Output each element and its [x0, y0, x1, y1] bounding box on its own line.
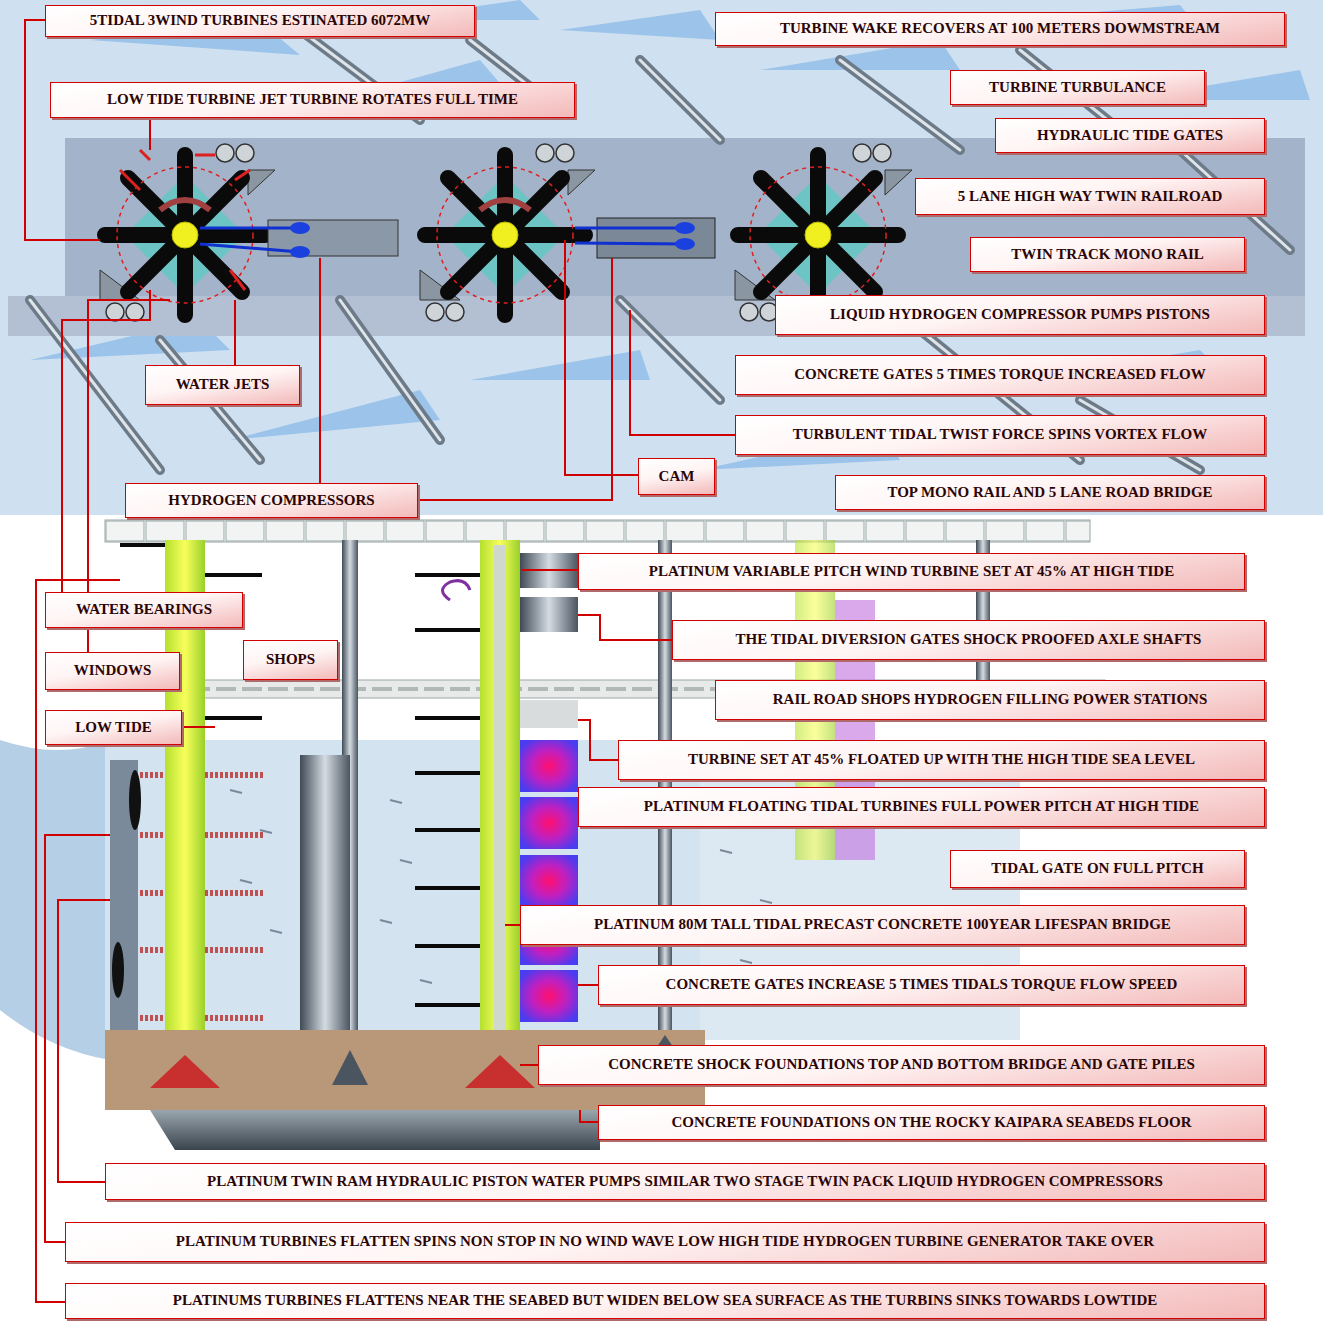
callout-box: CAM — [638, 458, 715, 495]
callout-box: CONCRETE SHOCK FOUNDATIONS TOP AND BOTTO… — [538, 1045, 1265, 1085]
callout-text: WATER BEARINGS — [76, 601, 212, 618]
callout-text: THE TIDAL DIVERSION GATES SHOCK PROOFED … — [736, 631, 1202, 648]
hydrogen-compressor — [597, 218, 715, 258]
callout-box: PLATINUM VARIABLE PITCH WIND TURBINE SET… — [578, 553, 1245, 590]
callout-box: SHOPS — [243, 640, 338, 680]
callout-text: PLATINUM VARIABLE PITCH WIND TURBINE SET… — [649, 563, 1174, 580]
water-jet-arrows — [120, 150, 250, 290]
callout-text: CONCRETE GATES INCREASE 5 TIMES TIDALS T… — [666, 976, 1178, 993]
turbine-hub — [492, 222, 518, 248]
callout-box: TURBULENT TIDAL TWIST FORCE SPINS VORTEX… — [735, 415, 1265, 455]
callout-box: LOW TIDE — [45, 710, 182, 745]
callout-text: PLATINUM FLOATING TIDAL TURBINES FULL PO… — [644, 798, 1199, 815]
callout-box: 5 LANE HIGH WAY TWIN RAILROAD — [915, 178, 1265, 215]
floating-turbine — [520, 797, 578, 849]
callout-box: CONCRETE GATES INCREASE 5 TIMES TIDALS T… — [598, 965, 1245, 1005]
callout-text: WATER JETS — [176, 376, 270, 393]
float-block — [520, 700, 578, 728]
turbine-hub — [172, 222, 198, 248]
callout-box: TURBINE TURBULANCE — [950, 70, 1205, 105]
callout-text: PLATINUM 80M TALL TIDAL PRECAST CONCRETE… — [594, 916, 1171, 933]
callout-text: CAM — [659, 468, 695, 485]
turbine-blades — [105, 155, 898, 315]
callout-text: LOW TIDE — [75, 719, 152, 736]
callout-box: WINDOWS — [45, 652, 180, 690]
callout-text: HYDROGEN COMPRESSORS — [168, 492, 374, 509]
callout-text: SHOPS — [266, 651, 315, 668]
callout-text: LOW TIDE TURBINE JET TURBINE ROTATES FUL… — [107, 91, 518, 108]
callout-box: PLATINUM TWIN RAM HYDRAULIC PISTON WATER… — [105, 1163, 1265, 1200]
callout-text: HYDRAULIC TIDE GATES — [1037, 127, 1223, 144]
rotation-circle — [750, 167, 886, 303]
water-streaks — [30, 0, 1310, 470]
water-bearings — [106, 144, 891, 321]
callout-box: PLATINUM TURBINES FLATTEN SPINS NON STOP… — [65, 1222, 1265, 1262]
screw-pumps — [140, 775, 265, 1018]
turbine-hub — [805, 222, 831, 248]
callout-box: CONCRETE GATES 5 TIMES TORQUE INCREASED … — [735, 355, 1265, 395]
callout-text: RAIL ROAD SHOPS HYDROGEN FILLING POWER S… — [773, 691, 1208, 708]
callout-text: PLATINUM TWIN RAM HYDRAULIC PISTON WATER… — [207, 1173, 1163, 1190]
sea-background — [0, 0, 1323, 515]
callout-box: PLATINUMS TURBINES FLATTENS NEAR THE SEA… — [65, 1283, 1265, 1319]
callout-text: 5TIDAL 3WIND TURBINES ESTINATED 6072MW — [90, 12, 430, 29]
callout-box: TWIN TRACK MONO RAIL — [970, 237, 1245, 272]
concrete-foundation — [150, 1110, 600, 1150]
callout-text: PLATINUM TURBINES FLATTEN SPINS NON STOP… — [176, 1233, 1154, 1250]
callout-text: TURBINE WAKE RECOVERS AT 100 METERS DOWM… — [780, 20, 1220, 37]
callout-text: TOP MONO RAIL AND 5 LANE ROAD BRIDGE — [887, 484, 1212, 501]
callout-text: WINDOWS — [74, 662, 152, 679]
callout-box: TOP MONO RAIL AND 5 LANE ROAD BRIDGE — [835, 475, 1265, 510]
tidal-gate — [300, 755, 350, 1030]
callout-text: CONCRETE SHOCK FOUNDATIONS TOP AND BOTTO… — [608, 1056, 1195, 1073]
callout-box: TURBINE SET AT 45% FLOATED UP WITH THE H… — [618, 740, 1265, 780]
callout-box: WATER JETS — [145, 365, 300, 405]
gate-highlights — [30, 30, 1290, 470]
callout-box: TURBINE WAKE RECOVERS AT 100 METERS DOWM… — [715, 12, 1285, 46]
wind-turbine-block — [520, 597, 578, 632]
callout-text: PLATINUMS TURBINES FLATTENS NEAR THE SEA… — [173, 1292, 1157, 1309]
bridge-pile — [480, 540, 520, 1110]
rotation-circle — [437, 167, 573, 303]
callout-text: TURBULENT TIDAL TWIST FORCE SPINS VORTEX… — [793, 426, 1208, 443]
callout-text: TURBINE TURBULANCE — [989, 79, 1166, 96]
callout-text: CONCRETE FOUNDATIONS ON THE ROCKY KAIPAR… — [672, 1114, 1192, 1131]
callout-box: 5TIDAL 3WIND TURBINES ESTINATED 6072MW — [45, 5, 475, 37]
callout-text: CONCRETE GATES 5 TIMES TORQUE INCREASED … — [794, 366, 1205, 383]
floating-turbine — [520, 970, 578, 1022]
callout-box: LOW TIDE TURBINE JET TURBINE ROTATES FUL… — [50, 82, 575, 118]
callout-box: LIQUID HYDROGEN COMPRESSOR PUMPS PISTONS — [775, 295, 1265, 335]
callout-box: HYDROGEN COMPRESSORS — [125, 483, 418, 518]
spin-arrows — [160, 200, 530, 210]
callout-box: RAIL ROAD SHOPS HYDROGEN FILLING POWER S… — [715, 680, 1265, 720]
floating-turbine — [520, 740, 578, 792]
callout-text: TIDAL GATE ON FULL PITCH — [991, 860, 1203, 877]
callout-text: TURBINE SET AT 45% FLOATED UP WITH THE H… — [688, 751, 1195, 768]
floating-turbine — [520, 855, 578, 907]
callout-text: 5 LANE HIGH WAY TWIN RAILROAD — [958, 188, 1223, 205]
compressor-rods — [200, 228, 685, 252]
callout-text: TWIN TRACK MONO RAIL — [1011, 246, 1204, 263]
callout-box: TIDAL GATE ON FULL PITCH — [950, 850, 1245, 888]
callout-box: PLATINUM FLOATING TIDAL TURBINES FULL PO… — [578, 787, 1265, 827]
compressor-pistons — [290, 222, 695, 258]
callout-box: CONCRETE FOUNDATIONS ON THE ROCKY KAIPAR… — [598, 1105, 1265, 1140]
axle-shaft — [494, 545, 506, 1105]
callout-box: PLATINUM 80M TALL TIDAL PRECAST CONCRETE… — [520, 905, 1245, 945]
callout-box: THE TIDAL DIVERSION GATES SHOCK PROOFED … — [672, 620, 1265, 660]
callout-box: HYDRAULIC TIDE GATES — [995, 118, 1265, 153]
top-bridge-deck — [105, 520, 1090, 542]
callout-text: LIQUID HYDROGEN COMPRESSOR PUMPS PISTONS — [830, 306, 1210, 323]
concrete-gates — [30, 30, 1290, 470]
pump-rams — [112, 770, 141, 998]
callout-box: WATER BEARINGS — [45, 592, 243, 628]
rotation-arrow — [443, 581, 471, 600]
